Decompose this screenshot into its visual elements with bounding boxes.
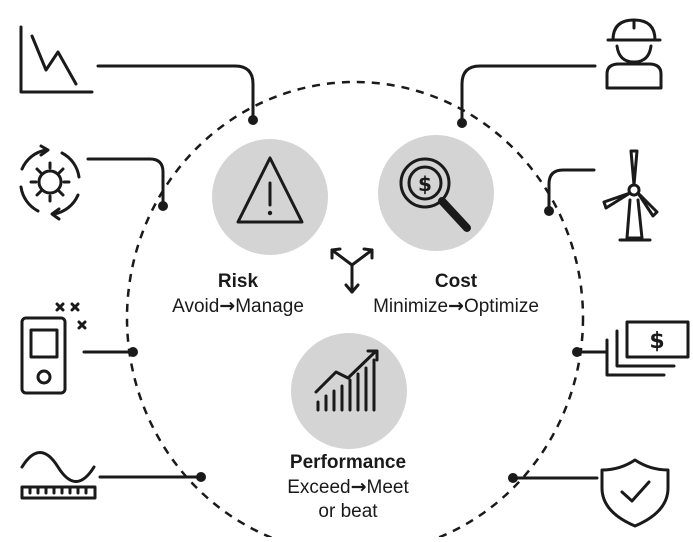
- connector-worker: [457, 64, 597, 128]
- performance-title: Performance: [289, 452, 407, 473]
- outer-dashed-circle: [125, 80, 585, 542]
- shield-check-icon: [600, 458, 670, 528]
- risk-to: Manage: [235, 296, 304, 317]
- connector-cash: [572, 347, 609, 357]
- wind-turbine-icon: [602, 149, 659, 242]
- rotating-gear-icon: [19, 144, 81, 221]
- risk-title: Risk: [217, 271, 259, 292]
- performance-label: Performance Exceed→Meet or beat: [248, 451, 448, 524]
- cash-stack-icon: $: [605, 320, 690, 377]
- performance-line2: or beat: [318, 501, 378, 522]
- connector-rotating-gear: [86, 157, 168, 211]
- sine-wave-ruler-icon: [20, 451, 97, 500]
- dollar-symbol: $: [418, 172, 432, 196]
- cash-symbol: $: [649, 329, 664, 354]
- cost-title: Cost: [434, 271, 478, 292]
- performance-to: Meet: [366, 477, 409, 498]
- tri-arrow-icon: [330, 247, 374, 294]
- risk-label: Risk Avoid→Manage: [148, 270, 328, 319]
- performance-circle: [291, 333, 407, 449]
- cost-from: Minimize: [373, 296, 449, 317]
- connector-handheld-device: [82, 347, 138, 357]
- connector-declining-chart: [96, 64, 258, 125]
- cost-circle: $: [378, 135, 494, 251]
- declining-chart-icon: [19, 25, 94, 94]
- performance-arrow: →: [350, 476, 367, 498]
- connector-sine-ruler: [98, 472, 206, 482]
- cost-arrow: →: [448, 295, 464, 317]
- connector-wind-turbine: [544, 168, 596, 216]
- worker-hardhat-icon: [605, 18, 663, 90]
- risk-circle: [212, 139, 328, 255]
- performance-from: Exceed: [287, 477, 351, 498]
- risk-arrow: →: [219, 295, 236, 317]
- cost-label: Cost Minimize→Optimize: [340, 270, 572, 319]
- cost-to: Optimize: [463, 296, 539, 317]
- risk-from: Avoid: [172, 296, 220, 317]
- connector-shield: [508, 473, 599, 483]
- handheld-device-icon: [20, 302, 87, 395]
